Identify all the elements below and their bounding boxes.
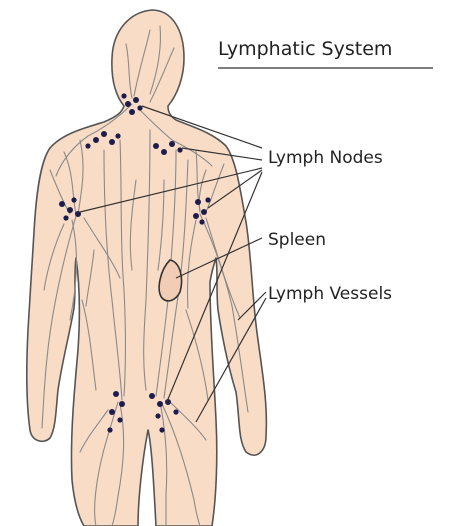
label-spleen: Spleen — [268, 230, 326, 250]
label-lymph-vessels: Lymph Vessels — [268, 284, 392, 304]
label-lymph-nodes: Lymph Nodes — [268, 148, 383, 168]
diagram-title: Lymphatic System — [218, 38, 392, 60]
